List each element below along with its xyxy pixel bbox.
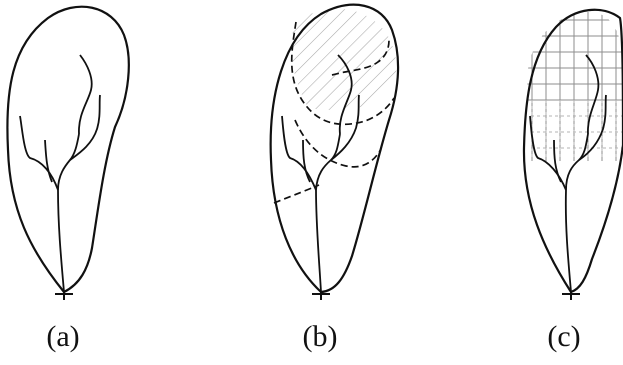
petiole-b [312,291,330,300]
panel-label-b: (b) [285,320,355,354]
petiole-a [55,291,73,300]
panel-label-c: (c) [529,320,599,354]
petiole-c [562,291,580,300]
leaf-veins-c [530,55,606,292]
leaf-veins-a [20,55,100,292]
grid-zone-c [525,0,623,165]
panel-label-a: (a) [28,320,98,354]
